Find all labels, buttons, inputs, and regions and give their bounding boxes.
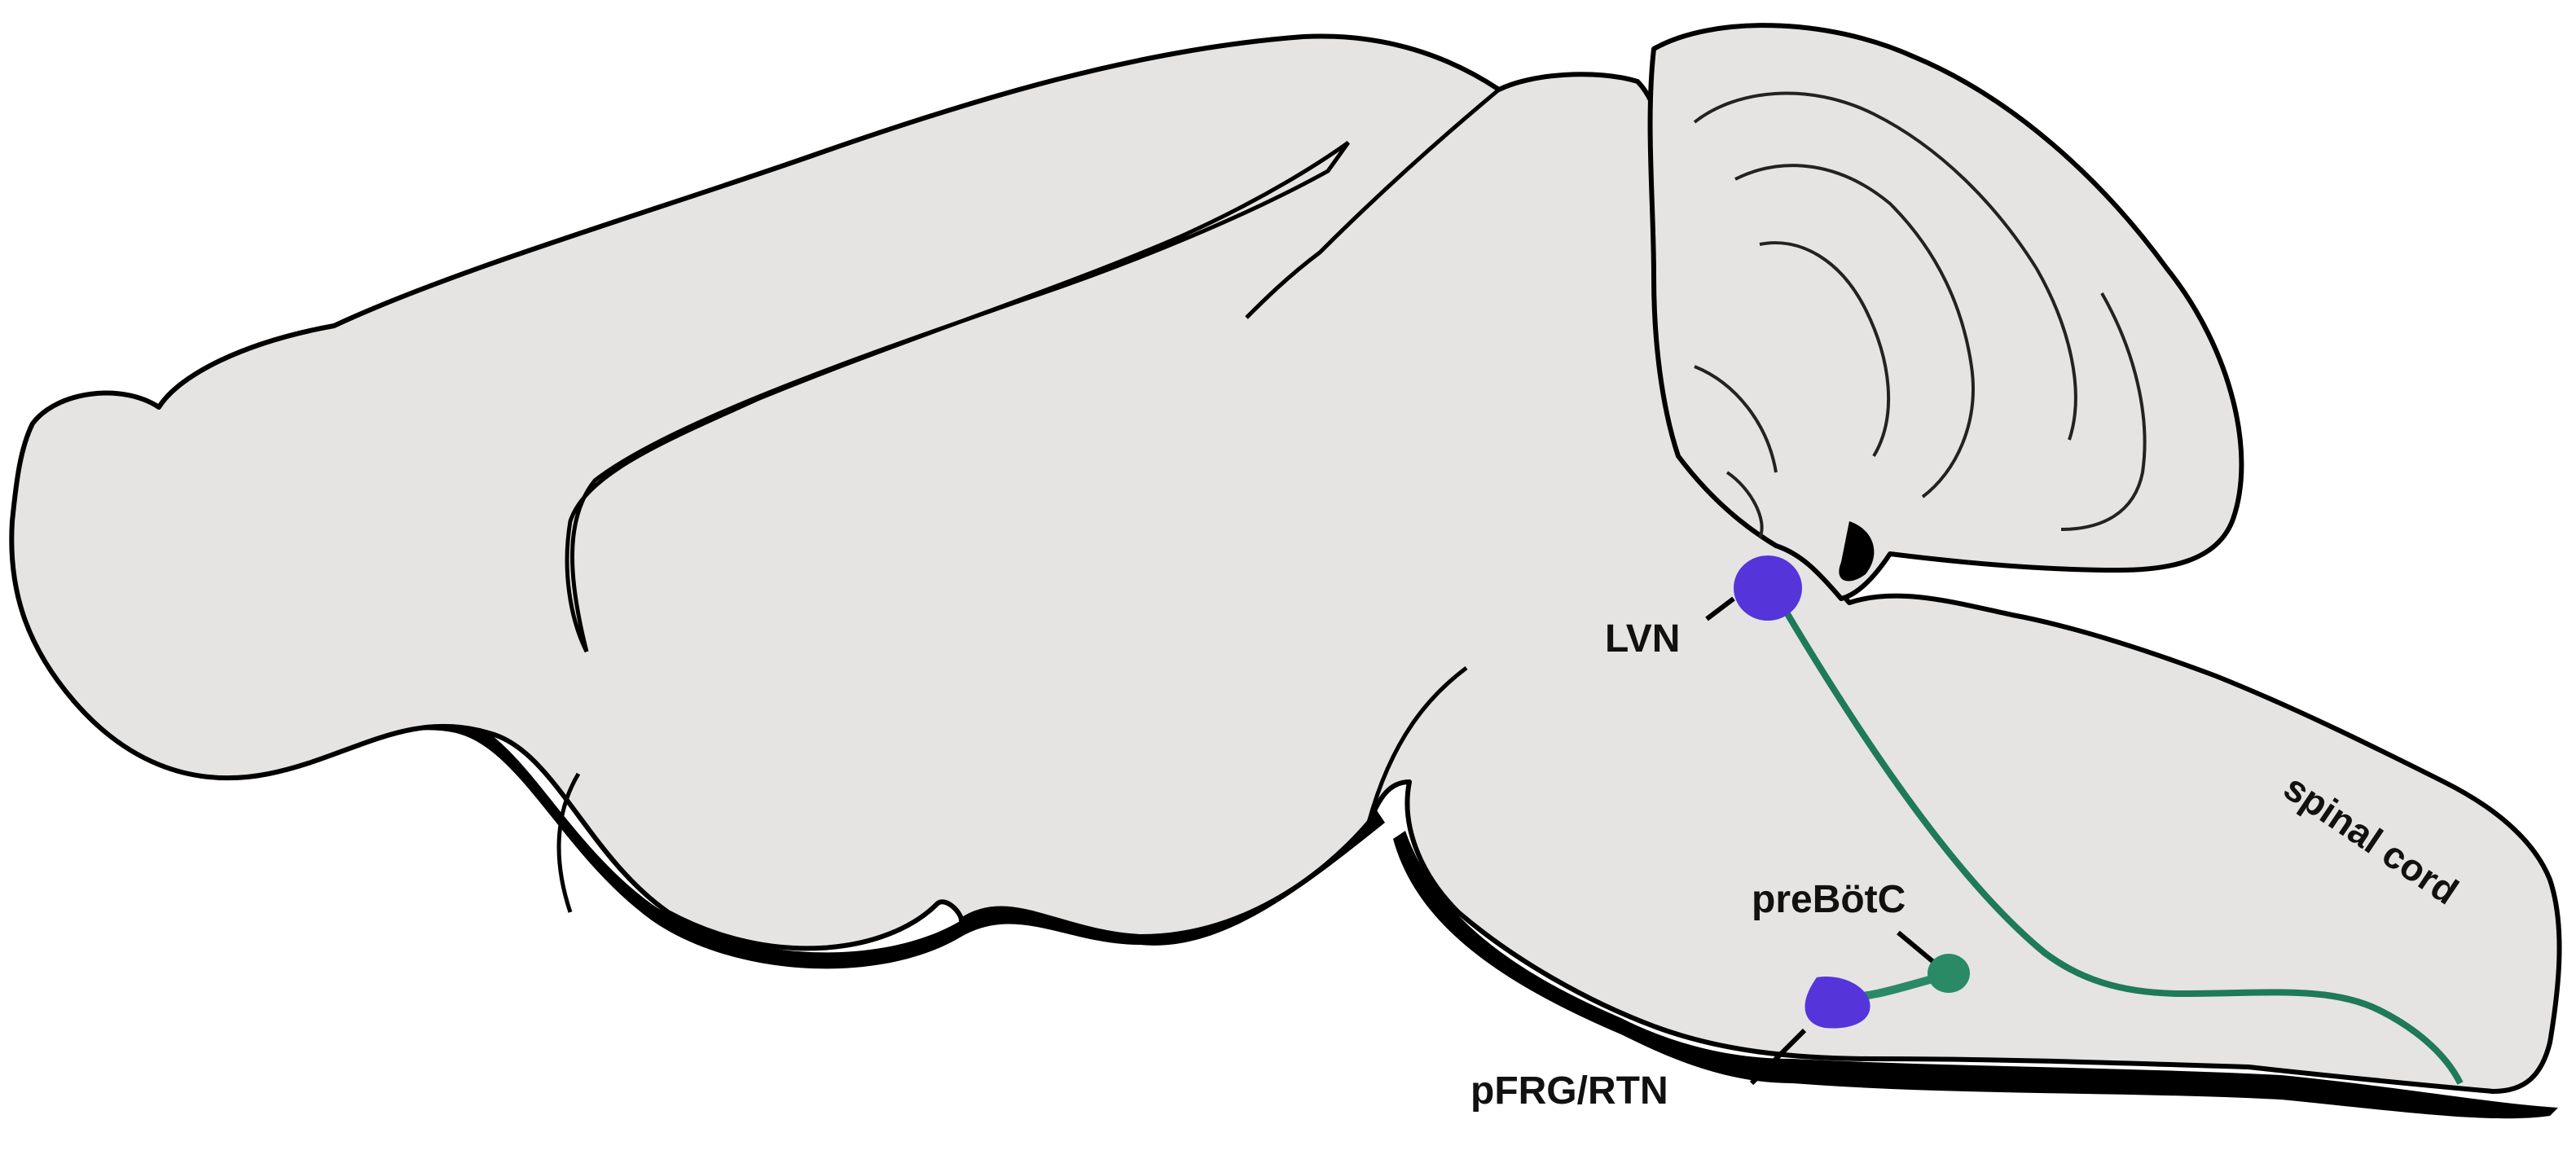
cerebellum-notch — [1839, 521, 1875, 582]
lvn-label: LVN — [1605, 617, 1680, 661]
pfrg-rtn-nucleus — [1805, 977, 1870, 1029]
lvn-spinal-pathway — [1773, 592, 2464, 1085]
pfrg-rtn-leader — [1749, 1028, 1807, 1086]
cerebellum-folia-3 — [1759, 241, 1891, 458]
cortex-seam — [1245, 88, 1501, 319]
brainstem-seam — [556, 772, 581, 913]
prebotc-label: preBötC — [1752, 878, 1906, 921]
midbrain-seam — [1366, 666, 1468, 823]
brain-outline — [9, 33, 2562, 1094]
cerebellum — [1647, 23, 2244, 601]
prebotc-leader — [1897, 930, 1934, 964]
cerebellum-folia-4 — [1694, 365, 1778, 538]
cerebellum-folia-2 — [1734, 164, 1975, 498]
corpus-callosum — [565, 140, 1351, 653]
lvn-leader — [1705, 596, 1735, 621]
prebotc-nucleus — [1928, 954, 1970, 993]
cerebellum-folia-1 — [1693, 91, 2077, 441]
lvn-nucleus — [1734, 555, 1802, 621]
pfrg-rtn-label: pFRG/RTN — [1470, 1069, 1668, 1113]
cerebellum-folia-5 — [2060, 292, 2147, 531]
brainstem-shadow — [1393, 831, 2558, 1119]
